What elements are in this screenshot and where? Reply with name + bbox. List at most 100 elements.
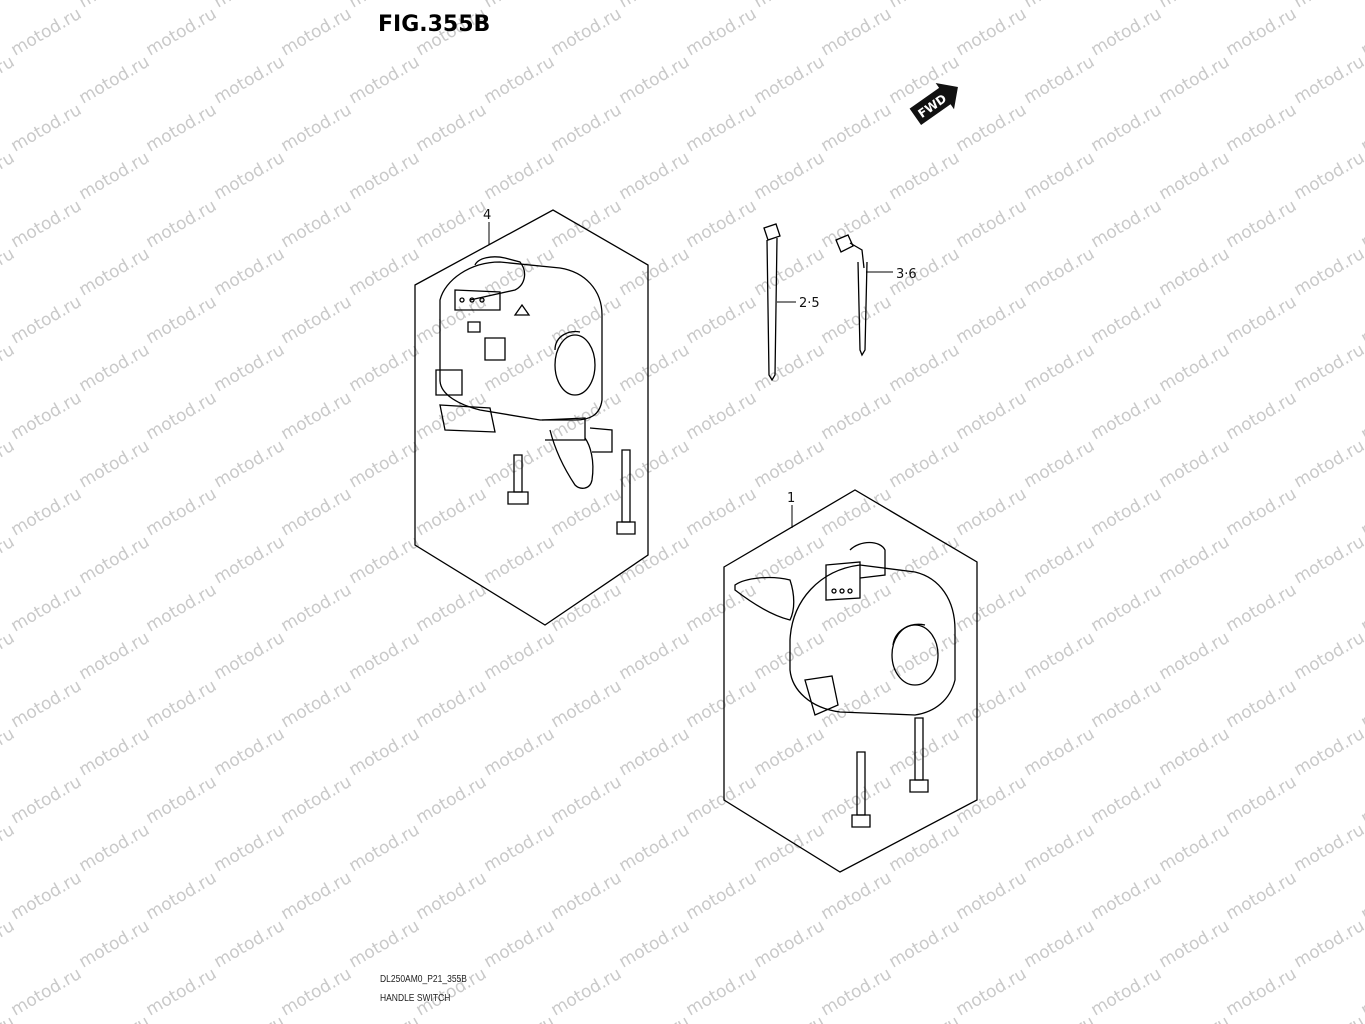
watermark-text: motod.ru	[616, 820, 694, 876]
watermark-text: motod.ru	[1156, 820, 1234, 876]
watermark-text: motod.ru	[1291, 1012, 1365, 1024]
watermark-text: motod.ru	[8, 100, 86, 156]
watermark-text: motod.ru	[1358, 388, 1365, 444]
watermark-text: motod.ru	[1088, 100, 1166, 156]
watermark-text: motod.ru	[818, 388, 896, 444]
watermark-text: motod.ru	[616, 52, 694, 108]
watermark-text: motod.ru	[1156, 244, 1234, 300]
watermark-text: motod.ru	[413, 868, 491, 924]
watermark-text: motod.ru	[76, 0, 154, 12]
watermark-text: motod.ru	[886, 436, 964, 492]
watermark-text: motod.ru	[548, 868, 626, 924]
watermark-text: motod.ru	[0, 628, 18, 684]
watermark-text: motod.ru	[1088, 772, 1166, 828]
watermark-text: motod.ru	[1358, 196, 1365, 252]
watermark-text: motod.ru	[8, 868, 86, 924]
watermark-text: motod.ru	[8, 772, 86, 828]
callout-1: 1	[787, 491, 795, 506]
watermark-text: motod.ru	[143, 100, 221, 156]
watermark-text: motod.ru	[76, 628, 154, 684]
watermark-text: motod.ru	[751, 724, 829, 780]
watermark-text: motod.ru	[1291, 820, 1365, 876]
watermark-text: motod.ru	[278, 676, 356, 732]
watermark-text: motod.ru	[413, 676, 491, 732]
watermark-text: motod.ru	[548, 676, 626, 732]
watermark-text: motod.ru	[278, 100, 356, 156]
watermark-text: motod.ru	[953, 196, 1031, 252]
watermark-text: motod.ru	[751, 820, 829, 876]
watermark-text: motod.ru	[1156, 436, 1234, 492]
watermark-text: motod.ru	[616, 1012, 694, 1024]
watermark-text: motod.ru	[346, 532, 424, 588]
watermark-text: motod.ru	[548, 964, 626, 1020]
watermark-text: motod.ru	[0, 244, 18, 300]
watermark-text: motod.ru	[8, 964, 86, 1020]
watermark-text: motod.ru	[818, 100, 896, 156]
watermark-text: motod.ru	[683, 484, 761, 540]
watermark-text: motod.ru	[346, 436, 424, 492]
watermark-text: motod.ru	[683, 580, 761, 636]
watermark-text: motod.ru	[481, 724, 559, 780]
watermark-text: motod.ru	[548, 196, 626, 252]
watermark-text: motod.ru	[76, 148, 154, 204]
watermark-text: motod.ru	[1223, 772, 1301, 828]
watermark-text: motod.ru	[1021, 340, 1099, 396]
watermark-text: motod.ru	[683, 196, 761, 252]
watermark-text: motod.ru	[1358, 676, 1365, 732]
watermark-text: motod.ru	[278, 4, 356, 60]
watermark-text: motod.ru	[953, 676, 1031, 732]
watermark-text: motod.ru	[1223, 964, 1301, 1020]
watermark-text: motod.ru	[8, 580, 86, 636]
watermark-text: motod.ru	[616, 532, 694, 588]
watermark-text: motod.ru	[683, 964, 761, 1020]
watermark-text: motod.ru	[413, 292, 491, 348]
watermark-text: motod.ru	[278, 772, 356, 828]
watermark-text: motod.ru	[413, 484, 491, 540]
watermark-text: motod.ru	[0, 52, 18, 108]
watermark-text: motod.ru	[1021, 244, 1099, 300]
watermark-text: motod.ru	[953, 388, 1031, 444]
watermark-text: motod.ru	[953, 100, 1031, 156]
watermark-text: motod.ru	[0, 340, 18, 396]
watermark-text: motod.ru	[8, 196, 86, 252]
watermark-text: motod.ru	[1291, 532, 1365, 588]
watermark-text: motod.ru	[8, 484, 86, 540]
watermark-text: motod.ru	[8, 676, 86, 732]
watermark-text: motod.ru	[886, 1012, 964, 1024]
watermark-text: motod.ru	[413, 196, 491, 252]
watermark-text: motod.ru	[1223, 292, 1301, 348]
watermark-text: motod.ru	[8, 4, 86, 60]
watermark-text: motod.ru	[346, 52, 424, 108]
watermark-text: motod.ru	[751, 340, 829, 396]
watermark-text: motod.ru	[616, 724, 694, 780]
watermark-text: motod.ru	[886, 916, 964, 972]
watermark-text: motod.ru	[1021, 0, 1099, 12]
watermark-text: motod.ru	[1291, 724, 1365, 780]
watermark-text: motod.ru	[1223, 580, 1301, 636]
watermark-text: motod.ru	[278, 964, 356, 1020]
watermark-text: motod.ru	[1223, 868, 1301, 924]
watermark-text: motod.ru	[481, 820, 559, 876]
callout-3-6: 3·6	[896, 267, 917, 282]
clamp-part	[835, 234, 893, 357]
watermark-text: motod.ru	[143, 388, 221, 444]
watermark-text: motod.ru	[616, 340, 694, 396]
watermark-text: motod.ru	[211, 724, 289, 780]
watermark-text: motod.ru	[143, 580, 221, 636]
watermark-text: motod.ru	[1088, 580, 1166, 636]
watermark-text: motod.ru	[413, 580, 491, 636]
watermark-text: motod.ru	[76, 52, 154, 108]
watermark-text: motod.ru	[481, 628, 559, 684]
watermark-text: motod.ru	[1156, 52, 1234, 108]
watermark-text: motod.ru	[278, 292, 356, 348]
watermark-text: motod.ru	[886, 532, 964, 588]
watermark-text: motod.ru	[1021, 532, 1099, 588]
right-assembly-frame	[723, 489, 978, 873]
watermark-text: motod.ru	[1156, 148, 1234, 204]
watermark-text: motod.ru	[953, 4, 1031, 60]
watermark-text: motod.ru	[481, 148, 559, 204]
watermark-text: motod.ru	[0, 148, 18, 204]
watermark-text: motod.ru	[143, 772, 221, 828]
watermark-text: motod.ru	[1358, 100, 1365, 156]
